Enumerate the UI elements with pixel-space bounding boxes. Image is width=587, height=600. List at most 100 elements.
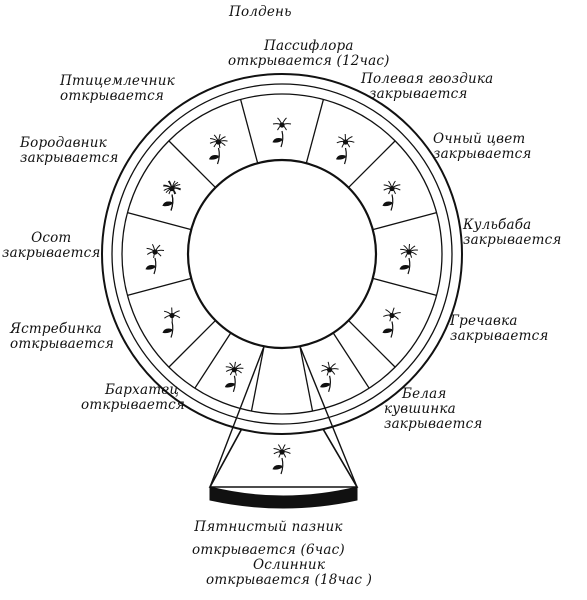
label-eyebright: Очный цвет закрывается bbox=[433, 132, 532, 162]
sector-divider bbox=[372, 211, 437, 231]
bottom-panel-left-edge bbox=[209, 346, 265, 488]
flower-stem bbox=[232, 375, 236, 393]
flower-name: Кульбаба bbox=[463, 217, 532, 233]
flower-name: Ослинник bbox=[253, 557, 326, 573]
flower-stem bbox=[170, 321, 174, 338]
flower-action: закрывается bbox=[2, 245, 101, 261]
flower-name: Полевая гвоздика bbox=[361, 71, 494, 87]
label-spotted-ragwort: Пятнистый пазник открывается (6час) bbox=[192, 520, 345, 558]
inner-circle bbox=[186, 158, 378, 350]
flower-name: Бородавник bbox=[20, 135, 107, 151]
label-nipplewort: Бородавник закрывается bbox=[20, 136, 119, 166]
sector-divider bbox=[239, 99, 259, 164]
flower-name: Гречавка bbox=[450, 313, 518, 329]
flower-name: Осот bbox=[31, 230, 72, 246]
bottom-panel-outline bbox=[208, 410, 359, 488]
flower-name: Белая bbox=[402, 386, 447, 402]
sector-divider bbox=[332, 332, 370, 389]
flower-action: открывается (12час) bbox=[228, 53, 390, 69]
flower-action: закрывается bbox=[384, 416, 483, 432]
flower-action: закрывается bbox=[369, 86, 468, 102]
flower-name: Ястребинка bbox=[10, 321, 102, 337]
sector-divider bbox=[194, 332, 232, 389]
label-coltsfoot: Кульбаба закрывается bbox=[463, 218, 562, 248]
bottom-panel-base bbox=[209, 486, 358, 509]
label-thistle: Осот закрывается bbox=[2, 231, 101, 261]
sector-divider bbox=[127, 277, 192, 297]
flower-sketch bbox=[224, 361, 244, 393]
flower-name: кувшинка bbox=[384, 401, 456, 417]
flower-action: открывается bbox=[10, 336, 115, 352]
flower-drawings bbox=[145, 117, 418, 475]
sector-dividers bbox=[127, 99, 437, 412]
flower-leaf bbox=[272, 138, 283, 143]
flower-leaf bbox=[382, 201, 393, 207]
flower-name: Пассифлора bbox=[264, 38, 354, 54]
flower-center bbox=[231, 367, 237, 373]
sector-divider bbox=[299, 346, 314, 412]
flower-stem bbox=[407, 257, 411, 275]
flower-center bbox=[342, 139, 349, 145]
label-marigold: Бархатец открывается bbox=[81, 383, 185, 413]
flower-leaf bbox=[208, 155, 219, 160]
flower-leaf bbox=[399, 265, 410, 270]
flower-sketch bbox=[162, 307, 181, 338]
flower-leaf bbox=[272, 465, 283, 470]
flower-action: закрывается bbox=[433, 146, 532, 162]
flower-sketch bbox=[208, 133, 228, 165]
flower-sketch bbox=[272, 444, 291, 475]
flower-sketch bbox=[162, 180, 181, 211]
sector-divider bbox=[168, 320, 216, 368]
label-star-of-bethlehem: Птицемлечник открывается bbox=[60, 74, 175, 104]
flower-sketch bbox=[382, 307, 401, 338]
flower-action: закрывается bbox=[450, 328, 549, 344]
flower-sketch bbox=[145, 244, 165, 275]
flower-stem bbox=[216, 147, 220, 165]
sector-divider bbox=[348, 140, 396, 188]
flower-center bbox=[406, 249, 412, 255]
flower-stem bbox=[328, 375, 331, 393]
flower-action: открывается (18час ) bbox=[206, 572, 373, 588]
flower-leaf bbox=[224, 382, 235, 388]
label-gentian: Гречавка закрывается bbox=[450, 314, 549, 344]
flower-stem bbox=[343, 147, 347, 165]
flower-center bbox=[327, 367, 333, 373]
flower-center bbox=[279, 449, 285, 455]
flower-center bbox=[389, 185, 395, 192]
flower-center bbox=[215, 139, 222, 145]
flower-action: закрывается bbox=[20, 150, 119, 166]
outer-inner-circle bbox=[111, 83, 453, 425]
sector-divider bbox=[127, 211, 192, 231]
flower-center bbox=[389, 312, 395, 319]
label-water-lily: Белая кувшинка закрывается bbox=[384, 387, 483, 432]
flower-sketch bbox=[320, 361, 339, 393]
label-evening-primrose: Ослинник открывается (18час ) bbox=[206, 558, 372, 588]
flower-stem bbox=[153, 257, 157, 275]
flower-name: Очный цвет bbox=[433, 131, 526, 147]
noon-title: Полдень bbox=[229, 4, 292, 20]
flower-stem bbox=[280, 457, 284, 475]
sector-divider bbox=[372, 277, 437, 297]
flower-center bbox=[152, 249, 158, 255]
flower-name: Пятнистый пазник bbox=[194, 519, 343, 535]
sector-divider bbox=[348, 320, 396, 368]
flower-sketch bbox=[335, 133, 355, 165]
flower-sketch bbox=[382, 180, 401, 211]
flower-name: Птицемлечник bbox=[60, 73, 175, 89]
label-passiflora: Пассифлора открывается (12час) bbox=[228, 39, 390, 69]
sector-circle bbox=[121, 93, 443, 415]
flower-action: открывается bbox=[60, 88, 165, 104]
sector-divider bbox=[250, 346, 265, 412]
flower-center bbox=[169, 185, 175, 192]
flower-leaf bbox=[320, 382, 330, 388]
flower-sketch bbox=[272, 117, 292, 148]
flower-action: закрывается bbox=[463, 232, 562, 248]
flower-leaf bbox=[162, 201, 173, 207]
bottom-panel-right-edge bbox=[299, 346, 358, 488]
flower-sketch bbox=[399, 243, 418, 275]
flower-action: открывается bbox=[81, 397, 186, 413]
sector-divider bbox=[305, 99, 325, 164]
flower-action: открывается (6час) bbox=[192, 542, 345, 558]
flower-leaf bbox=[335, 155, 346, 160]
